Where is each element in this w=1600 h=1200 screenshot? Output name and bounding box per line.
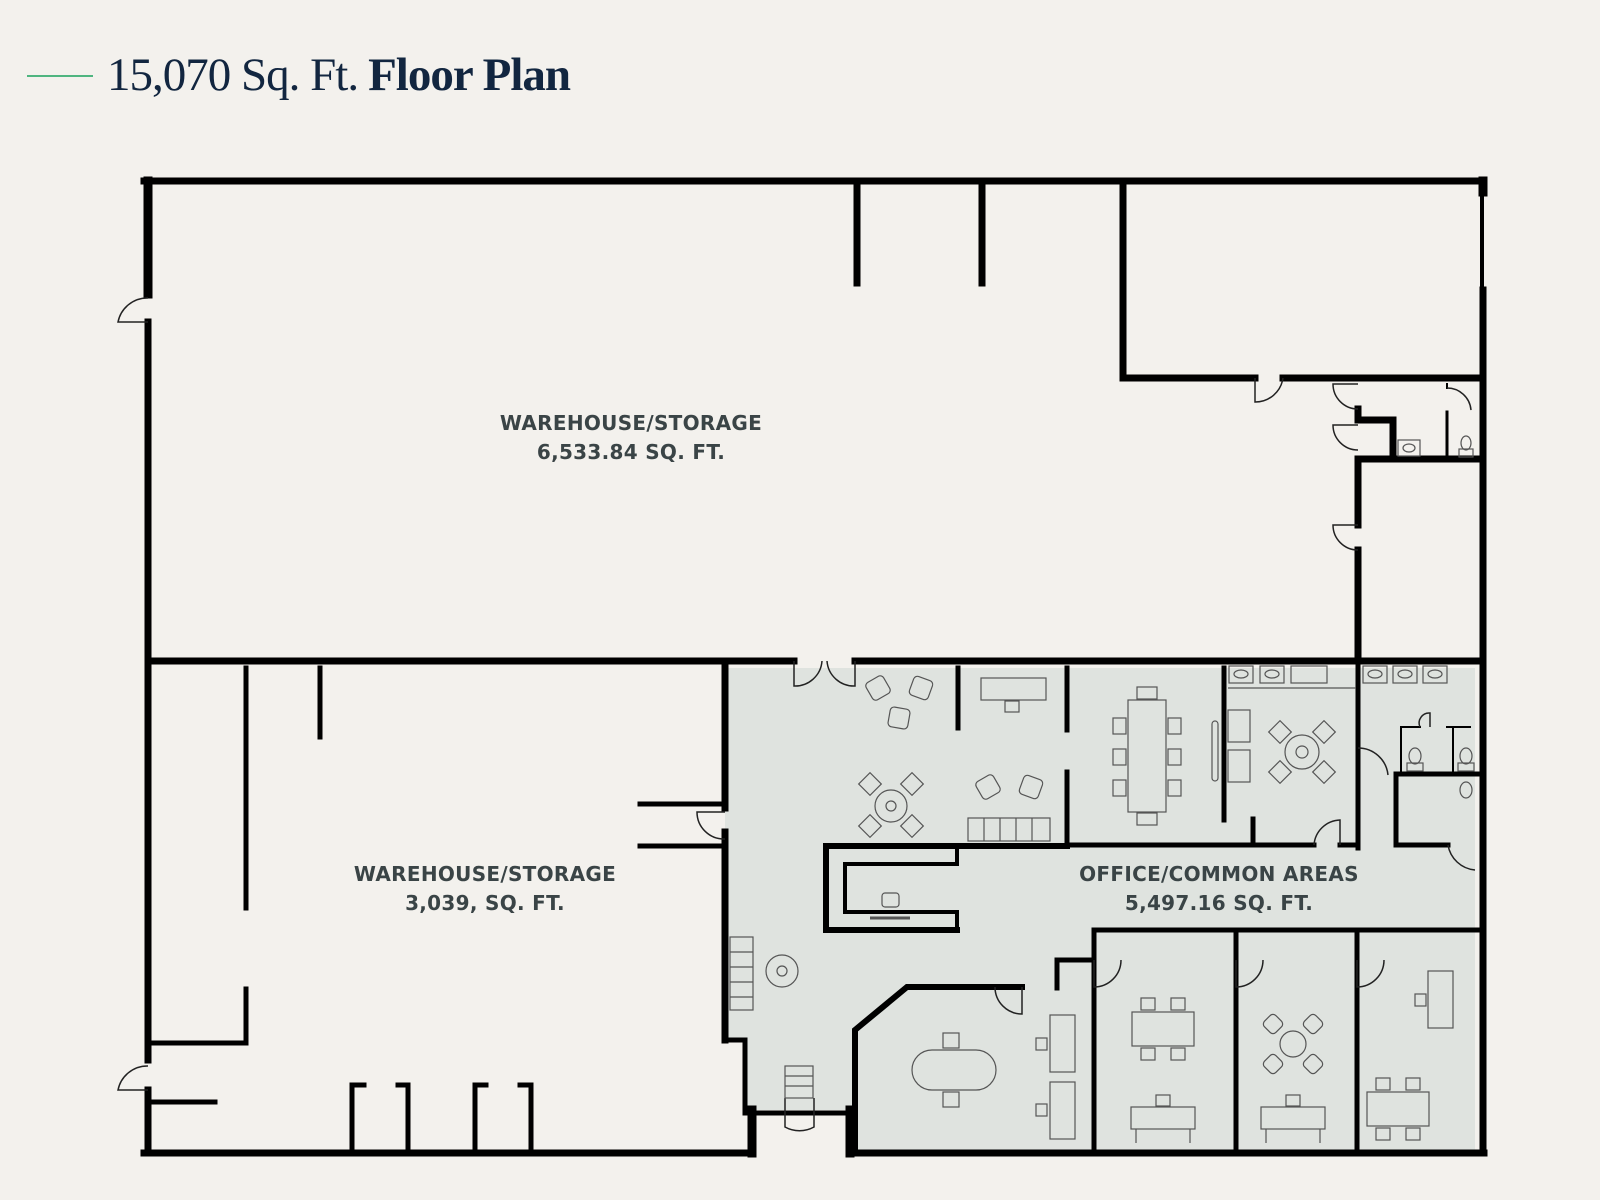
room-label-office: OFFICE/COMMON AREAS 5,497.16 SQ. FT.: [1079, 860, 1359, 918]
room-name: WAREHOUSE/STORAGE: [499, 411, 763, 435]
walls: [140, 176, 1488, 1158]
accent-rule: [27, 74, 93, 77]
title-text: Floor Plan: [368, 49, 571, 101]
room-area: 6,533.84 SQ. FT.: [536, 440, 726, 464]
room-area: 5,497.16 SQ. FT.: [1124, 891, 1314, 915]
doors: [117, 297, 1476, 1132]
page-header: 15,070 Sq. Ft.Floor Plan: [27, 49, 571, 101]
room-label-warehouse-south: WAREHOUSE/STORAGE 3,039, SQ. FT.: [354, 860, 616, 918]
room-name: WAREHOUSE/STORAGE: [353, 862, 617, 886]
room-label-warehouse-north: WAREHOUSE/STORAGE 6,533.84 SQ. FT.: [500, 409, 762, 467]
total-area: 15,070 Sq. Ft.: [107, 49, 359, 101]
room-area: 3,039, SQ. FT.: [405, 891, 565, 915]
room-name: OFFICE/COMMON AREAS: [1079, 862, 1359, 886]
furniture: [729, 435, 1475, 1143]
page-title: 15,070 Sq. Ft.Floor Plan: [107, 49, 571, 101]
